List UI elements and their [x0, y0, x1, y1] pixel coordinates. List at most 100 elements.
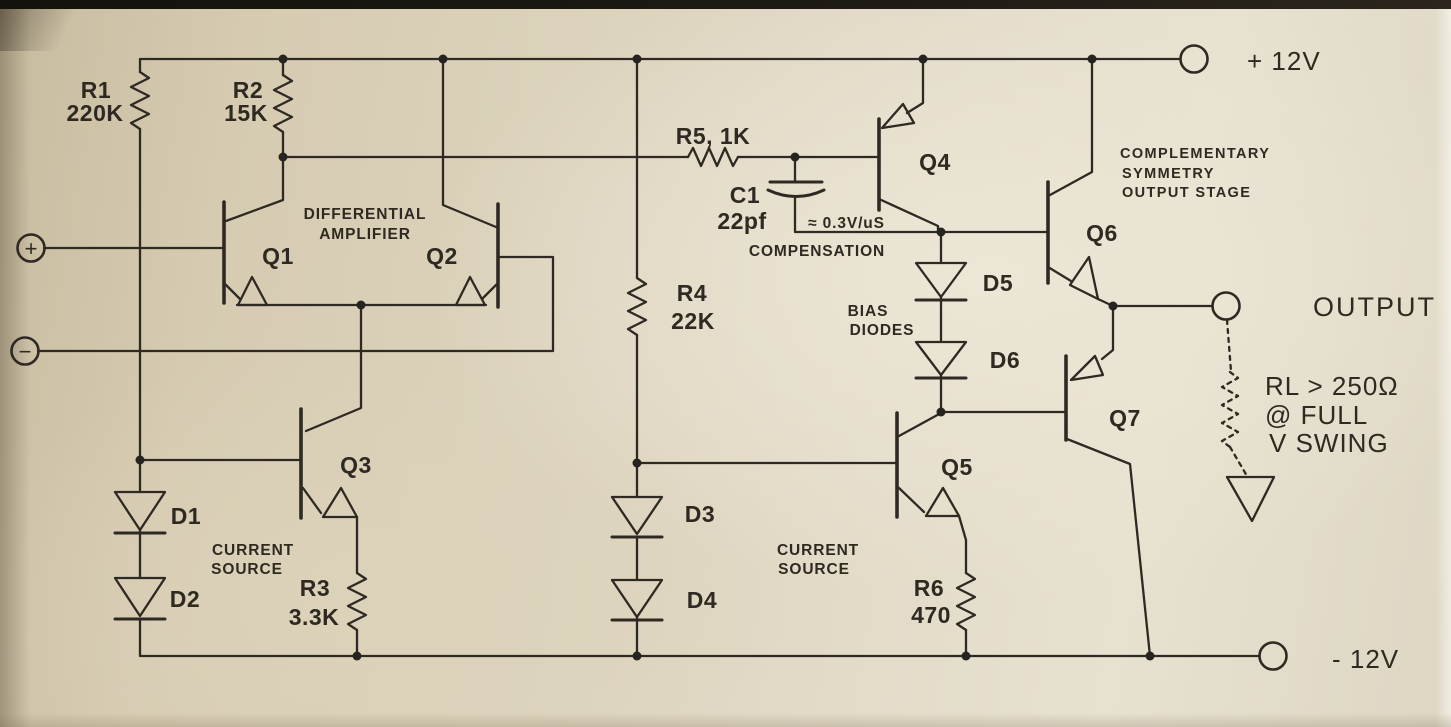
junction-dot	[918, 54, 928, 64]
diode-d1: D1	[113, 490, 201, 535]
load-full-label: @ FULL	[1265, 400, 1368, 430]
load-value-label: RL > 250Ω	[1265, 371, 1399, 401]
output-stage-caption-1: COMPLEMENTARY	[1120, 146, 1270, 162]
emitter-lead	[897, 486, 926, 514]
r3-ref-label: R3	[300, 575, 330, 601]
transistor-q5: Q5	[895, 411, 973, 519]
diode-d3: D3	[610, 495, 715, 539]
d5-ref-label: D5	[983, 270, 1013, 296]
c1-value-label: 22pf	[717, 208, 766, 234]
q1-ref-label: Q1	[262, 243, 294, 269]
r4-ref-label: R4	[677, 280, 707, 306]
photo-top-black-strip	[0, 0, 1451, 9]
terminal-circle-icon	[1211, 291, 1241, 321]
resistor-zigzag	[686, 146, 740, 168]
r4-value-label: 22K	[671, 308, 715, 334]
junction-dot	[352, 651, 362, 661]
q4-wires	[877, 57, 940, 234]
input-minus-wire	[36, 255, 555, 353]
junction-dot	[278, 54, 288, 64]
q3-ref-label: Q3	[340, 452, 372, 478]
diode-d4: D4	[610, 578, 717, 622]
junction-dot	[961, 651, 971, 661]
diff-amp-caption-1: DIFFERENTIAL	[304, 206, 427, 223]
junction-dot	[1087, 54, 1097, 64]
diode-triangle	[914, 261, 968, 299]
load-dashed-resistor	[1220, 370, 1240, 449]
junction-dot	[278, 152, 288, 162]
terminal-input-plus: +	[16, 233, 46, 263]
bias-diodes-caption-2: DIODES	[850, 322, 915, 339]
junction-dot	[356, 300, 366, 310]
current-source-left-caption-1: CURRENT	[212, 542, 294, 559]
d2-ref-label: D2	[170, 586, 200, 612]
diode-triangle	[113, 576, 167, 618]
resistor-r2: R2 15K	[224, 73, 294, 134]
r6-value-label: 470	[911, 602, 951, 628]
ground-icon	[1225, 475, 1276, 523]
q5-ref-label: Q5	[941, 454, 973, 480]
photo-corner-shadow	[0, 9, 90, 51]
d6-ref-label: D6	[990, 347, 1020, 373]
junction-dot	[632, 54, 642, 64]
q6-ref-label: Q6	[1086, 220, 1118, 246]
emitter-arrow-icon	[236, 275, 269, 307]
emitter-lead	[1046, 265, 1073, 283]
compensation-wire	[793, 155, 1049, 234]
load-dashed-lead-top	[1225, 318, 1233, 373]
q7-wires	[1065, 304, 1152, 658]
transistor-q6: Q6	[1046, 180, 1118, 301]
d1-ref-label: D1	[171, 503, 201, 529]
q4-ref-label: Q4	[919, 149, 951, 175]
current-source-right-caption-2: SOURCE	[778, 561, 850, 578]
current-source-left-caption-2: SOURCE	[211, 561, 283, 578]
diode-triangle	[610, 578, 664, 619]
junction-dot	[632, 651, 642, 661]
output-stage-caption-3: OUTPUT STAGE	[1122, 185, 1251, 201]
junction-dot	[936, 227, 946, 237]
resistor-zigzag	[346, 571, 368, 632]
terminal-circle-icon	[1179, 44, 1209, 74]
negative-rail-wire	[138, 617, 1261, 658]
diff-amp-caption-2: AMPLIFIER	[319, 226, 411, 243]
resistor-r5: R5, 1K	[676, 123, 750, 168]
capacitor-plate-bottom	[766, 188, 826, 198]
resistor-zigzag	[955, 571, 977, 632]
transistor-q1: Q1	[222, 200, 294, 307]
resistor-r1: R1 220K	[67, 70, 151, 131]
transistor-q7: Q7	[1064, 354, 1141, 442]
paper-highlight-right	[1435, 0, 1451, 727]
diode-triangle	[113, 490, 167, 532]
current-source-right-caption-1: CURRENT	[777, 542, 859, 559]
resistor-zigzag	[129, 70, 151, 131]
input-plus-sign: +	[25, 236, 38, 261]
bias-diodes-caption-1: BIAS	[848, 303, 889, 320]
r4-bias-column-wire	[635, 57, 898, 658]
junction-dots	[135, 54, 1155, 661]
junction-dot	[135, 455, 145, 465]
transistor-q2: Q2	[426, 202, 500, 309]
diode-d2: D2	[113, 576, 200, 621]
terminal-output: OUTPUT	[1211, 291, 1434, 322]
diode-triangle	[610, 495, 664, 536]
emitter-arrow-icon	[924, 486, 961, 518]
q7-ref-label: Q7	[1109, 405, 1141, 431]
terminal-circle-icon	[1258, 641, 1288, 671]
terminal-circle-icon	[16, 233, 46, 263]
junction-dot	[790, 152, 800, 162]
c1-ref-label: C1	[730, 182, 760, 208]
terminal-input-minus: −	[10, 336, 40, 366]
r2-value-label: 15K	[224, 100, 268, 126]
vplus-label: + 12V	[1247, 46, 1321, 76]
compensation-caption: COMPENSATION	[749, 243, 885, 260]
load-swing-label: V SWING	[1269, 428, 1389, 458]
resistor-r4: R4 22K	[626, 276, 715, 337]
terminal-vminus: - 12V	[1258, 641, 1398, 674]
emitter-arrow-icon	[1069, 354, 1105, 382]
capacitor-c1: C1 22pf	[717, 180, 826, 234]
section-captions: DIFFERENTIAL AMPLIFIER CURRENT SOURCE CU…	[211, 146, 1270, 578]
terminal-vplus: + 12V	[1179, 44, 1321, 76]
bias-chain-wire	[939, 230, 1068, 414]
